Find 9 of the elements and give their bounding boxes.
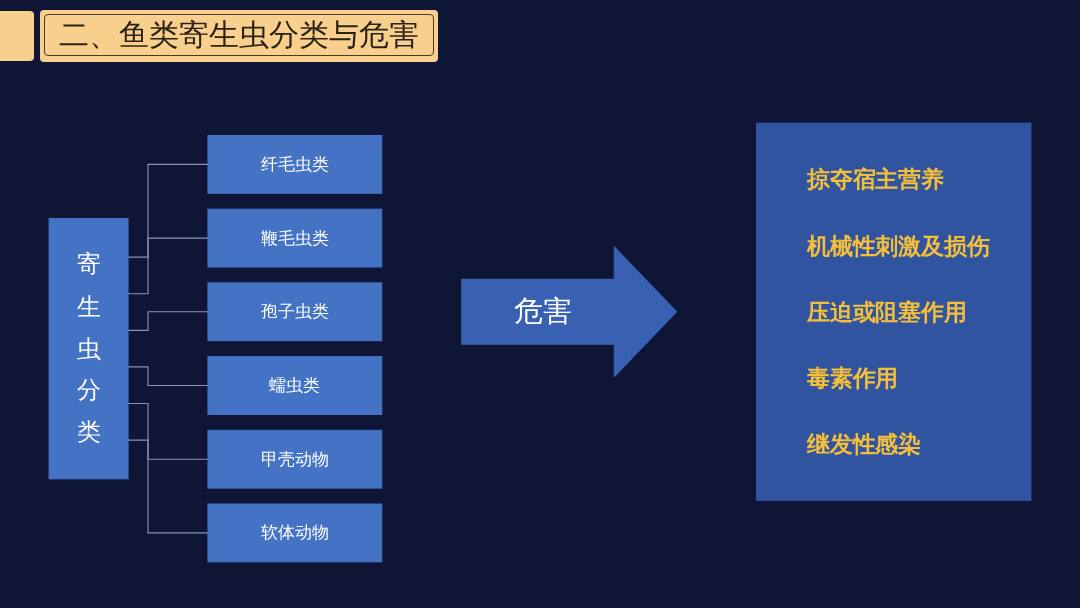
slide-title: 二、鱼类寄生虫分类与危害	[44, 14, 434, 56]
node-box: 蠕虫类	[207, 356, 383, 415]
node-box: 纤毛虫类	[207, 134, 383, 194]
node-box: 掠夺宿主营养 机械性刺激及损伤 压迫或阻塞作用 毒素作用 继发性感染	[756, 122, 1032, 501]
node-box: 鞭毛虫类	[207, 208, 383, 268]
node-box: 寄生虫分类	[48, 217, 129, 480]
node-box: 软体动物	[207, 503, 383, 563]
node-box: 孢子虫类	[207, 282, 383, 342]
node-box: 甲壳动物	[207, 429, 383, 489]
